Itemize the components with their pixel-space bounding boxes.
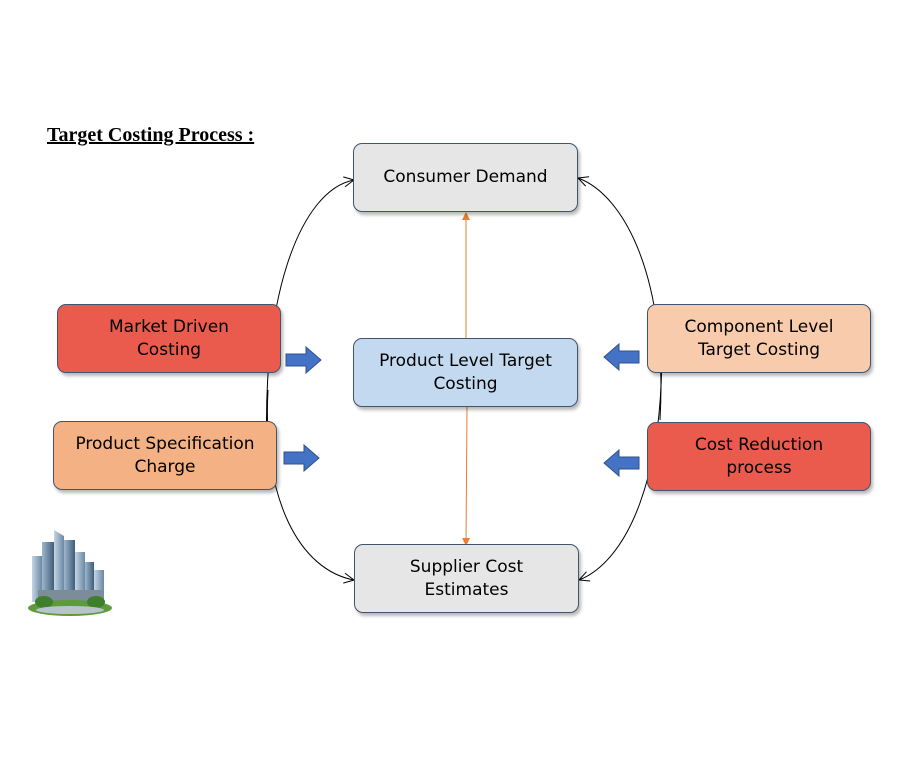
down-connector (462, 406, 471, 546)
right-block-arrow-icon (283, 444, 320, 472)
right-lower-curve (579, 319, 663, 580)
market-driven-label: Market Driven Costing (109, 316, 229, 360)
left-block-arrow-icon (603, 343, 640, 371)
component-level-label: Component Level Target Costing (684, 316, 834, 360)
supplier-cost-label: Supplier Cost Estimates (409, 556, 524, 600)
cost-reduction-label: Cost Reduction process (694, 434, 824, 478)
consumer-demand-box: Consumer Demand (353, 143, 578, 212)
cost-reduction-process-box: Cost Reduction process (647, 422, 871, 491)
diagram-title: Target Costing Process : (47, 124, 255, 146)
component-level-target-costing-box: Component Level Target Costing (647, 304, 871, 373)
product-spec-label: Product Specification Charge (75, 433, 255, 477)
product-specification-charge-box: Product Specification Charge (53, 421, 277, 490)
product-level-target-costing-box: Product Level Target Costing (353, 338, 578, 407)
consumer-demand-label: Consumer Demand (383, 167, 548, 187)
left-lower-curve (266, 389, 354, 580)
right-block-arrow-icon (285, 346, 322, 374)
left-block-arrow-icon (603, 449, 640, 477)
product-level-label: Product Level Target Costing (379, 350, 552, 394)
supplier-cost-estimates-box: Supplier Cost Estimates (354, 544, 579, 613)
left-upper-curve (266, 180, 354, 471)
right-upper-curve (578, 178, 662, 421)
city-buildings-icon (28, 530, 112, 616)
market-driven-costing-box: Market Driven Costing (57, 304, 281, 373)
